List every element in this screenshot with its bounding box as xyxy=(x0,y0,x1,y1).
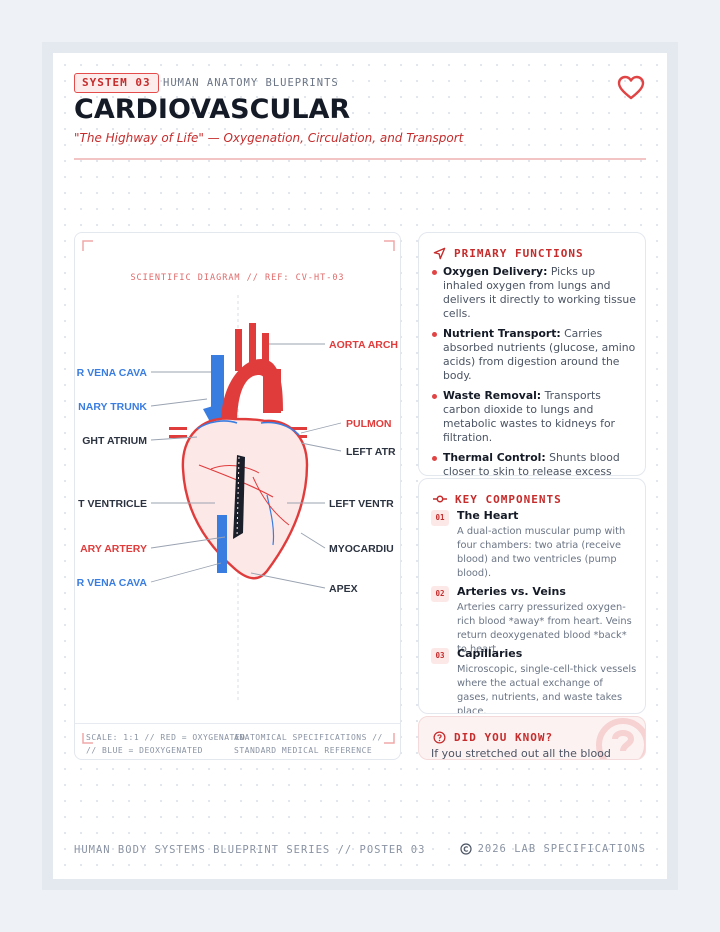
page-subtitle: "The Highway of Life" — Oxygenation, Cir… xyxy=(74,131,464,145)
label-apex: APEX xyxy=(329,583,358,595)
key-components-title: KEY COMPONENTS xyxy=(455,492,562,506)
commit-icon xyxy=(433,495,447,503)
footer-series: HUMAN BODY SYSTEMS BLUEPRINT SERIES // P… xyxy=(74,844,426,856)
list-item: Waste Removal: Transports carbon dioxide… xyxy=(431,389,636,445)
label-right-ventricle: T VENTRICLE xyxy=(78,498,147,510)
page-title: CARDIOVASCULAR xyxy=(74,94,351,125)
inferior-vena-cava xyxy=(217,515,227,573)
diagram-reference: SCIENTIFIC DIAGRAM // REF: CV-HT-03 xyxy=(130,273,345,283)
label-superior-vena-cava: R VENA CAVA xyxy=(77,367,148,379)
primary-functions-card: PRIMARY FUNCTIONS Oxygen Delivery: Picks… xyxy=(418,232,646,476)
series-kicker: HUMAN ANATOMY BLUEPRINTS xyxy=(163,77,339,89)
did-you-know-card: DID YOU KNOW? If you stretched out all t… xyxy=(418,716,646,760)
diagram-legend: SCALE: 1:1 // RED = OXYGENATED // BLUE =… xyxy=(86,733,246,755)
question-watermark-icon xyxy=(596,718,645,759)
functions-list: Oxygen Delivery: Picks up inhaled oxygen… xyxy=(431,265,636,475)
help-circle-icon xyxy=(433,730,446,744)
primary-functions-title: PRIMARY FUNCTIONS xyxy=(454,246,584,260)
label-left-atrium: LEFT ATR xyxy=(346,446,396,458)
copyright-icon xyxy=(459,843,472,855)
footer-copyright: 2026 LAB SPECIFICATIONS xyxy=(459,843,646,855)
key-components-header: KEY COMPONENTS xyxy=(433,491,562,507)
label-pulmonary-vein: PULMON xyxy=(346,418,392,430)
aorta xyxy=(221,323,283,425)
label-left-ventricle: LEFT VENTR xyxy=(329,498,394,510)
label-pulmonary-trunk: NARY TRUNK xyxy=(78,401,147,413)
send-icon xyxy=(433,247,446,259)
label-aorta-arch: AORTA ARCH xyxy=(329,339,398,351)
key-components-card: KEY COMPONENTS 01 The Heart A dual-actio… xyxy=(418,478,646,714)
list-item: Nutrient Transport: Carries absorbed nut… xyxy=(431,327,636,383)
heart-icon xyxy=(617,75,645,100)
list-item: Thermal Control: Shunts blood closer to … xyxy=(431,451,636,475)
heart-diagram-panel: R VENA CAVA NARY TRUNK GHT ATRIUM T VENT… xyxy=(74,232,401,760)
septum xyxy=(233,455,245,539)
primary-functions-header: PRIMARY FUNCTIONS xyxy=(433,245,584,261)
heart-diagram: R VENA CAVA NARY TRUNK GHT ATRIUM T VENT… xyxy=(77,240,398,744)
label-myocardium: MYOCARDIU xyxy=(329,543,394,555)
heart-body xyxy=(181,417,309,580)
diagram-footer xyxy=(75,723,400,759)
label-pulmonary-artery: ARY ARTERY xyxy=(80,543,147,555)
did-you-know-title: DID YOU KNOW? xyxy=(454,730,554,744)
label-right-atrium: GHT ATRIUM xyxy=(82,435,147,447)
diagram-spec-note: ANATOMICAL SPECIFICATIONS // STANDARD ME… xyxy=(234,733,383,755)
did-you-know-header: DID YOU KNOW? xyxy=(433,729,553,745)
did-you-know-text: If you stretched out all the blood vesse… xyxy=(431,747,611,760)
label-inferior-vena-cava: R VENA CAVA xyxy=(77,577,148,589)
corner-brackets xyxy=(82,240,395,744)
header-divider xyxy=(74,158,646,160)
system-badge: SYSTEM 03 xyxy=(74,73,159,93)
list-item: Oxygen Delivery: Picks up inhaled oxygen… xyxy=(431,265,636,321)
